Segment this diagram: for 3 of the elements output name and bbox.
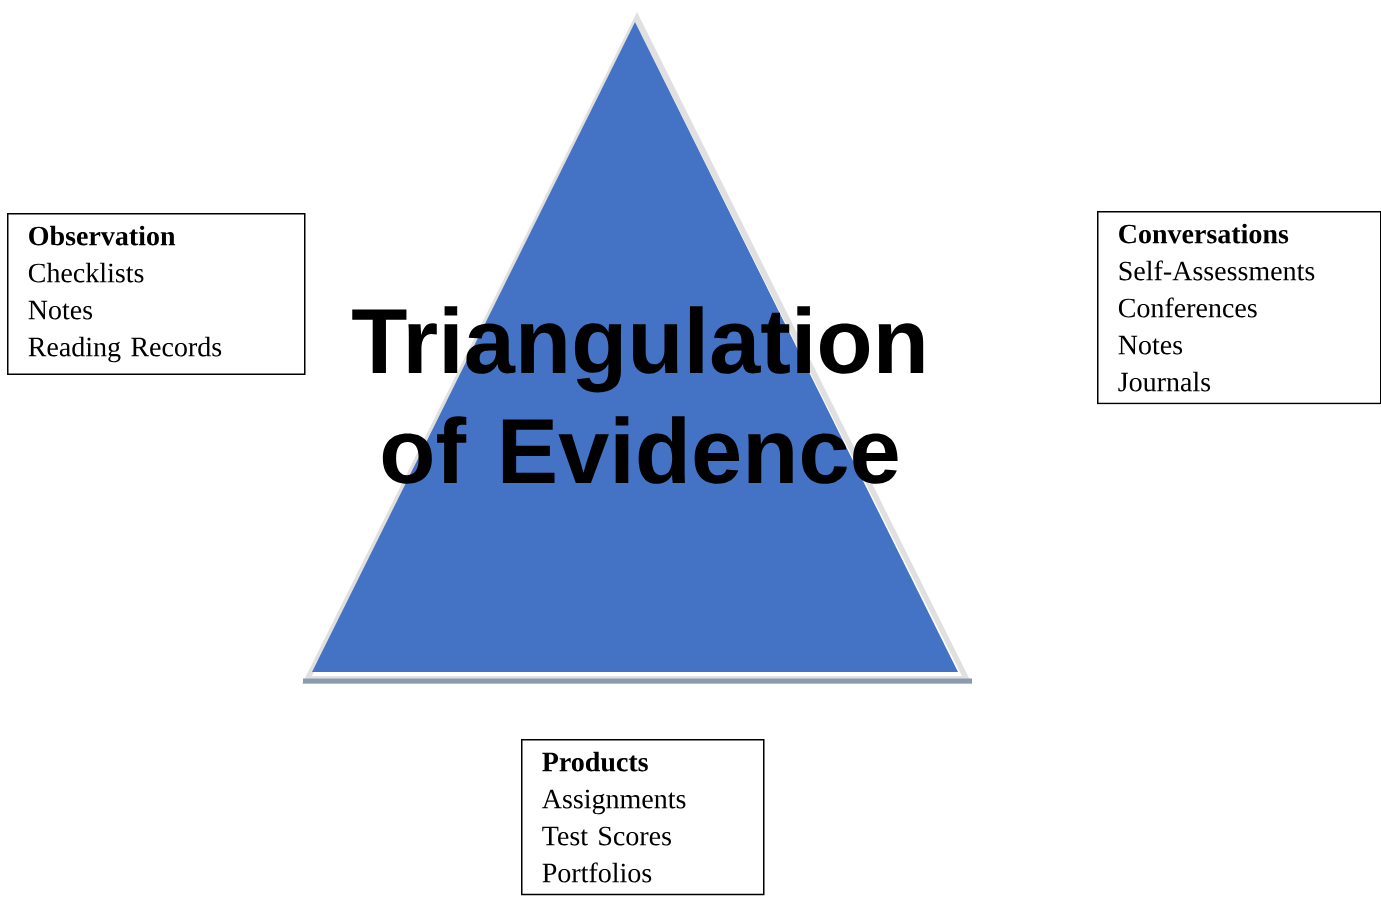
text-box: Products Assignments Test Scores Portfolios	[521, 739, 765, 896]
text-box: Conversations Self-Assessments Conferences Notes Journals	[1097, 211, 1381, 405]
text-box: Observation Checklists Notes Reading Records	[7, 213, 306, 375]
